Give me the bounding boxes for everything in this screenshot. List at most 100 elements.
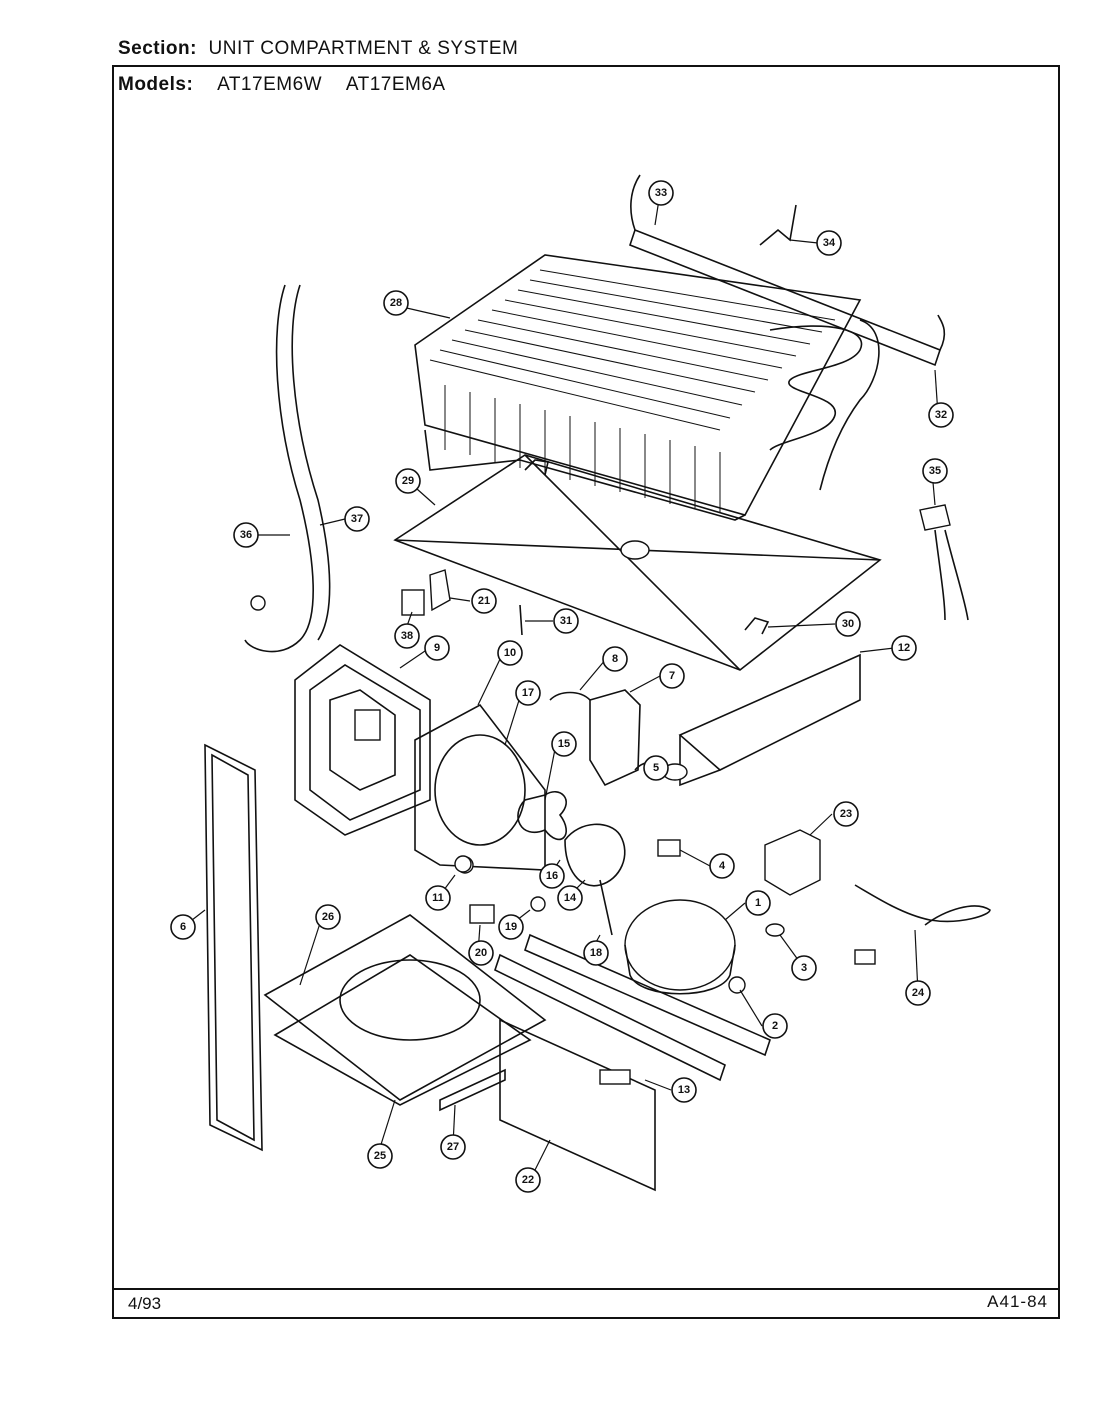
- callout-38: 38: [394, 623, 420, 649]
- callout-36: 36: [233, 522, 259, 548]
- callout-label-3: 3: [801, 962, 807, 974]
- callout-label-16: 16: [546, 870, 558, 882]
- callout-label-33: 33: [655, 187, 667, 199]
- callout-label-20: 20: [475, 947, 487, 959]
- callout-25: 25: [367, 1143, 393, 1169]
- evaporator-shroud: [294, 644, 431, 836]
- callout-24: 24: [905, 980, 931, 1006]
- callout-label-14: 14: [564, 892, 577, 904]
- defrost-drain-tubes: [244, 284, 331, 653]
- callout-15: 15: [551, 731, 577, 757]
- callout-label-27: 27: [447, 1141, 459, 1153]
- callout-21: 21: [471, 588, 497, 614]
- callout-label-11: 11: [432, 892, 444, 904]
- side-plate: [678, 653, 861, 787]
- callout-27: 27: [440, 1134, 466, 1160]
- callout-label-32: 32: [935, 409, 947, 421]
- callout-17: 17: [515, 680, 541, 706]
- section-label: Section:: [118, 38, 197, 59]
- callout-label-7: 7: [669, 670, 675, 682]
- callout-33: 33: [648, 180, 674, 206]
- callout-label-4: 4: [719, 860, 726, 872]
- section-value: UNIT COMPARTMENT & SYSTEM: [208, 38, 519, 59]
- callout-label-19: 19: [505, 921, 517, 933]
- callout-29: 29: [395, 468, 421, 494]
- condenser-coil: [414, 254, 880, 521]
- condenser-shelf: [393, 454, 882, 671]
- hardware: [401, 504, 969, 994]
- callout-label-15: 15: [558, 738, 570, 750]
- callout-11: 11: [425, 885, 451, 911]
- callout-6: 6: [170, 914, 196, 940]
- drain-tube-bracket: [629, 174, 946, 367]
- callout-label-8: 8: [612, 653, 618, 665]
- model-number-2: AT17EM6A: [345, 74, 446, 95]
- callout-label-21: 21: [478, 595, 490, 607]
- callout-10: 10: [497, 640, 523, 666]
- base-rail: [494, 933, 771, 1082]
- callout-13: 13: [671, 1077, 697, 1103]
- callout-label-22: 22: [522, 1174, 534, 1186]
- callout-label-23: 23: [840, 808, 852, 820]
- page-code: A41-84: [987, 1292, 1048, 1311]
- callout-label-5: 5: [653, 762, 659, 774]
- fan-housing: [414, 703, 546, 874]
- callout-label-28: 28: [390, 297, 402, 309]
- callout-8: 8: [602, 646, 628, 672]
- callout-32: 32: [928, 402, 954, 428]
- callout-22: 22: [515, 1167, 541, 1193]
- callout-label-36: 36: [240, 529, 252, 541]
- models-label: Models:: [118, 74, 194, 95]
- callout-label-10: 10: [504, 647, 516, 659]
- callout-label-17: 17: [522, 687, 534, 699]
- callout-14: 14: [557, 885, 583, 911]
- callout-label-18: 18: [590, 947, 602, 959]
- callout-23: 23: [833, 801, 859, 827]
- callout-19: 19: [498, 914, 524, 940]
- callout-label-12: 12: [898, 642, 910, 654]
- diagram-frame: [112, 65, 1060, 1319]
- callout-30: 30: [835, 611, 861, 637]
- footer-divider: [112, 1288, 1060, 1290]
- callout-7: 7: [659, 663, 685, 689]
- electrical-bracket: [549, 689, 641, 787]
- models-line: Models: AT17EM6W AT17EM6A: [118, 74, 446, 96]
- access-panel: [499, 1018, 656, 1192]
- callout-label-13: 13: [678, 1084, 690, 1096]
- callout-20: 20: [468, 940, 494, 966]
- callout-4: 4: [709, 853, 735, 879]
- callout-label-30: 30: [842, 618, 854, 630]
- callout-label-9: 9: [434, 642, 440, 654]
- callout-18: 18: [583, 940, 609, 966]
- model-number-1: AT17EM6W: [217, 74, 323, 95]
- callout-28: 28: [383, 290, 409, 316]
- callout-label-38: 38: [401, 630, 413, 642]
- callout-37: 37: [344, 506, 370, 532]
- callout-label-31: 31: [560, 615, 572, 627]
- power-cord: [854, 884, 991, 965]
- callout-3: 3: [791, 955, 817, 981]
- callout-34: 34: [816, 230, 842, 256]
- base-pan: [263, 914, 547, 1106]
- compressor: [624, 899, 736, 995]
- callout-label-1: 1: [755, 897, 761, 909]
- callout-12: 12: [891, 635, 917, 661]
- callout-1: 1: [745, 890, 771, 916]
- callout-label-24: 24: [912, 987, 925, 999]
- callout-2: 2: [762, 1013, 788, 1039]
- callout-16: 16: [539, 863, 565, 889]
- callout-35: 35: [922, 458, 948, 484]
- callout-label-29: 29: [402, 475, 414, 487]
- callout-31: 31: [553, 608, 579, 634]
- mounting-bracket: [439, 1068, 506, 1112]
- callout-label-2: 2: [772, 1020, 778, 1032]
- fan-motor-assembly: [517, 791, 626, 936]
- callout-label-6: 6: [180, 921, 186, 933]
- gasket-panel: [204, 743, 263, 1152]
- overload-relay: [764, 829, 821, 896]
- callout-label-25: 25: [374, 1150, 386, 1162]
- callout-label-34: 34: [823, 237, 836, 249]
- leader-lines: [182, 192, 939, 1181]
- revision-date: 4/93: [128, 1294, 162, 1313]
